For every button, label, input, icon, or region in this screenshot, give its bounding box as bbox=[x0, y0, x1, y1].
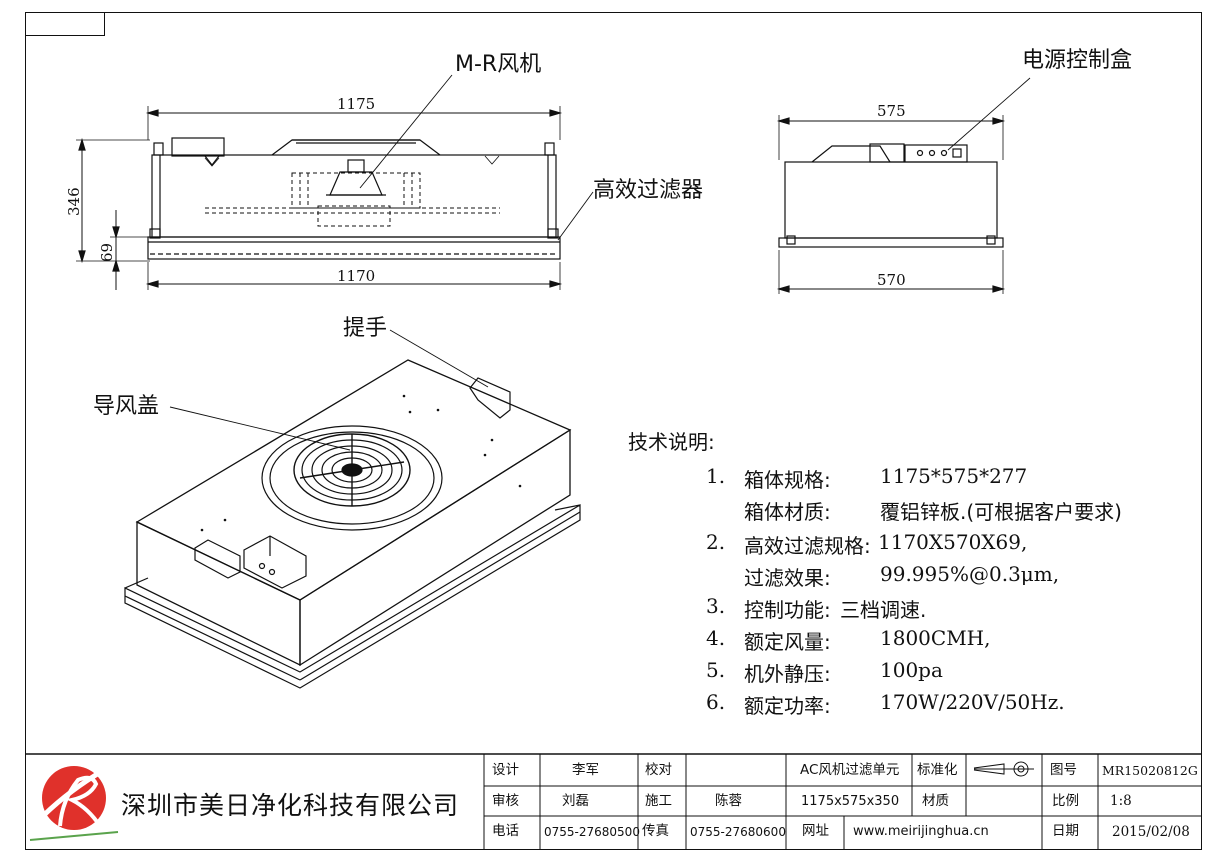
dim-front-top: 1175 bbox=[337, 95, 376, 113]
air-guide-callout: 导风盖 bbox=[93, 394, 160, 419]
reviewer: 刘磊 bbox=[562, 793, 589, 809]
spec-num: 5. bbox=[706, 658, 726, 682]
product-name: AC风机过滤单元 bbox=[800, 762, 900, 778]
fax: 0755-27680600 bbox=[690, 825, 786, 839]
spec-value: 100pa bbox=[880, 658, 943, 682]
scale-value: 1:8 bbox=[1110, 793, 1132, 809]
material-label: 材质 bbox=[922, 793, 949, 809]
side-view bbox=[776, 77, 1031, 294]
review-label: 审核 bbox=[492, 793, 519, 809]
construct-label: 施工 bbox=[645, 793, 672, 809]
phone-label: 电话 bbox=[492, 823, 519, 839]
date-label: 日期 bbox=[1052, 823, 1079, 839]
hepa-filter-callout: 高效过滤器 bbox=[593, 178, 704, 203]
fan-callout: M-R风机 bbox=[455, 52, 542, 77]
design-label: 设计 bbox=[492, 762, 519, 778]
spec-value: 三档调速. bbox=[840, 598, 927, 622]
spec-value: 170W/220V/50Hz. bbox=[880, 690, 1065, 714]
drawing-frame bbox=[25, 12, 1202, 850]
dim-side-bottom: 570 bbox=[877, 271, 906, 289]
dim-front-bottom: 1170 bbox=[337, 267, 376, 285]
spec-key: 控制功能: bbox=[744, 598, 831, 622]
date: 2015/02/08 bbox=[1112, 824, 1190, 840]
meiri-logo bbox=[29, 766, 119, 841]
check-label: 校对 bbox=[645, 762, 672, 778]
spec-key: 过滤效果: bbox=[744, 566, 831, 590]
spec-value: 覆铝锌板.(可根据客户要求) bbox=[880, 500, 1122, 524]
drawing-no: MR15020812G bbox=[1102, 763, 1198, 778]
website: www.meirijinghua.cn bbox=[853, 824, 989, 839]
scale-label: 比例 bbox=[1052, 793, 1079, 809]
spec-key: 箱体规格: bbox=[744, 468, 831, 492]
spec-value: 1170X570X69, bbox=[878, 530, 1028, 554]
spec-num: 2. bbox=[706, 530, 726, 554]
dim-side-top: 575 bbox=[877, 102, 906, 120]
spec-num: 1. bbox=[706, 464, 726, 488]
spec-key: 箱体材质: bbox=[744, 500, 831, 524]
fax-label: 传真 bbox=[642, 823, 669, 839]
phone: 0755-27680500 bbox=[544, 825, 640, 839]
corner-box bbox=[25, 12, 105, 36]
web-label: 网址 bbox=[802, 823, 829, 839]
spec-num: 4. bbox=[706, 626, 726, 650]
title-block: 深圳市美日净化科技有限公司 设计 李军 校对 AC风机过滤单元 标准化 图号 M… bbox=[25, 754, 1202, 850]
dim-front-height: 346 bbox=[65, 187, 83, 216]
spec-heading: 技术说明: bbox=[628, 430, 715, 454]
spec-key: 机外静压: bbox=[744, 662, 831, 686]
designer: 李军 bbox=[572, 762, 599, 778]
company-name: 深圳市美日净化科技有限公司 bbox=[121, 791, 460, 820]
spec-num: 3. bbox=[706, 594, 726, 618]
constructor: 陈蓉 bbox=[715, 793, 742, 809]
spec-key: 高效过滤规格: bbox=[744, 534, 871, 558]
product-size: 1175x575x350 bbox=[801, 794, 900, 809]
handle-callout: 提手 bbox=[343, 316, 388, 341]
title-block-grid bbox=[25, 753, 1202, 850]
spec-value: 1800CMH, bbox=[880, 626, 991, 650]
spec-value: 1175*575*277 bbox=[880, 464, 1028, 488]
standard-label: 标准化 bbox=[917, 762, 958, 778]
spec-key: 额定风量: bbox=[744, 630, 831, 654]
control-box-callout: 电源控制盒 bbox=[1022, 48, 1133, 73]
front-view bbox=[76, 74, 594, 290]
drawing-no-label: 图号 bbox=[1050, 762, 1077, 778]
spec-key: 额定功率: bbox=[744, 694, 831, 718]
spec-value: 99.995%@0.3μm, bbox=[880, 562, 1060, 586]
isometric-view bbox=[124, 329, 581, 689]
spec-num: 6. bbox=[706, 690, 726, 714]
dim-filter-height: 69 bbox=[98, 242, 116, 262]
